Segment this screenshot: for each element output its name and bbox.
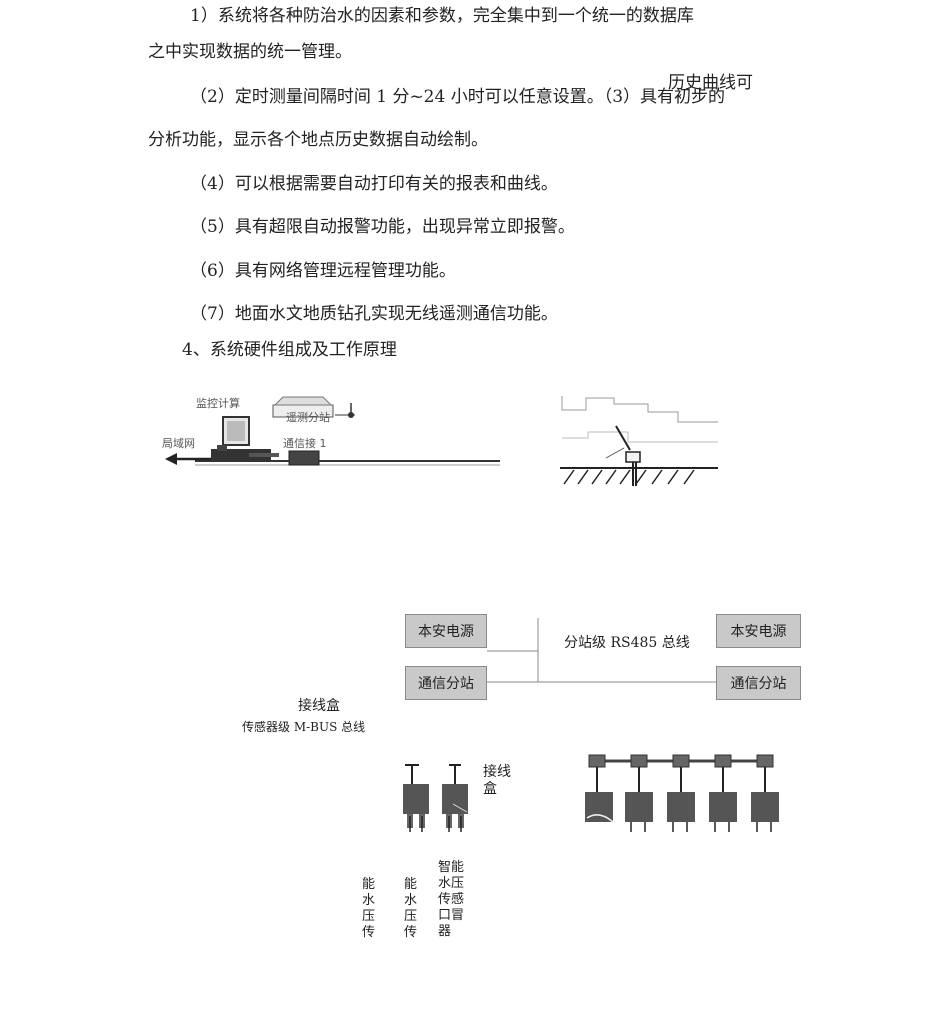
- pressure-sensor-icon: [751, 792, 779, 822]
- section-heading: 4、系统硬件组成及工作原理: [182, 340, 397, 360]
- junction-node-icon: [588, 754, 606, 768]
- left-sensor-group: [403, 764, 468, 832]
- junction-node-icon: [630, 754, 648, 768]
- junction-node-icon: [672, 754, 690, 768]
- paragraph-2-overlay: 历史曲线可: [668, 73, 753, 93]
- pressure-sensor-icon: [667, 792, 695, 822]
- computer-label: 监控计算: [196, 397, 240, 410]
- top-right-figure: [560, 396, 718, 486]
- paragraph-4: （4）可以根据需要自动打印有关的报表和曲线。: [190, 174, 558, 194]
- computer-base-icon: [211, 449, 271, 461]
- paragraph-5: （5）具有超限自动报警功能，出现异常立即报警。: [190, 217, 575, 237]
- comm-label: 通信接 1: [283, 437, 327, 450]
- junction-node-icon: [714, 754, 732, 768]
- pressure-sensor-icon: [709, 792, 737, 822]
- pressure-sensor-icon: [442, 784, 468, 814]
- paragraph-6: （6）具有网络管理远程管理功能。: [190, 261, 456, 281]
- mbus-label: 传感器级 M-BUS 总线: [242, 720, 366, 734]
- pressure-sensor-icon: [625, 792, 653, 822]
- right-station-box: 通信分站: [716, 666, 801, 700]
- sensor-caption-a: 能水压传: [362, 877, 376, 940]
- sensor-caption-c: 智能水压传感口冒器: [438, 860, 465, 939]
- right-power-box: 本安电源: [716, 614, 801, 648]
- paragraph-2-line-2: 分析功能，显示各个地点历史数据自动绘制。: [148, 130, 488, 150]
- junction-box-label: 接线盒: [298, 698, 340, 714]
- lan-label: 局域网: [162, 437, 195, 450]
- paragraph-1-line-1: 1）系统将各种防治水的因素和参数，完全集中到一个统一的数据库: [190, 6, 694, 26]
- substation-label: 遥测分站: [286, 411, 330, 424]
- left-station-box: 通信分站: [405, 666, 487, 700]
- lan-arrow-icon: [165, 453, 177, 465]
- sensor-caption-b: 能水压传: [404, 877, 418, 940]
- paragraph-2-line-1: （2）定时测量间隔时间 1 分~24 小时可以任意设置。（3）具有初步的: [190, 87, 726, 107]
- right-sensor-array: [585, 754, 779, 832]
- rs485-bus-label: 分站级 RS485 总线: [564, 635, 690, 651]
- top-left-figure: [165, 396, 500, 466]
- antenna-icon: [615, 425, 631, 451]
- left-power-box: 本安电源: [405, 614, 487, 648]
- pressure-sensor-icon: [403, 784, 429, 814]
- paragraph-1-line-2: 之中实现数据的统一管理。: [148, 42, 352, 62]
- comm-interface-icon: [288, 450, 320, 466]
- junction-node-icon: [756, 754, 774, 768]
- paragraph-7: （7）地面水文地质钻孔实现无线遥测通信功能。: [190, 304, 558, 324]
- junction-box-label-2: 接线盒: [483, 764, 511, 797]
